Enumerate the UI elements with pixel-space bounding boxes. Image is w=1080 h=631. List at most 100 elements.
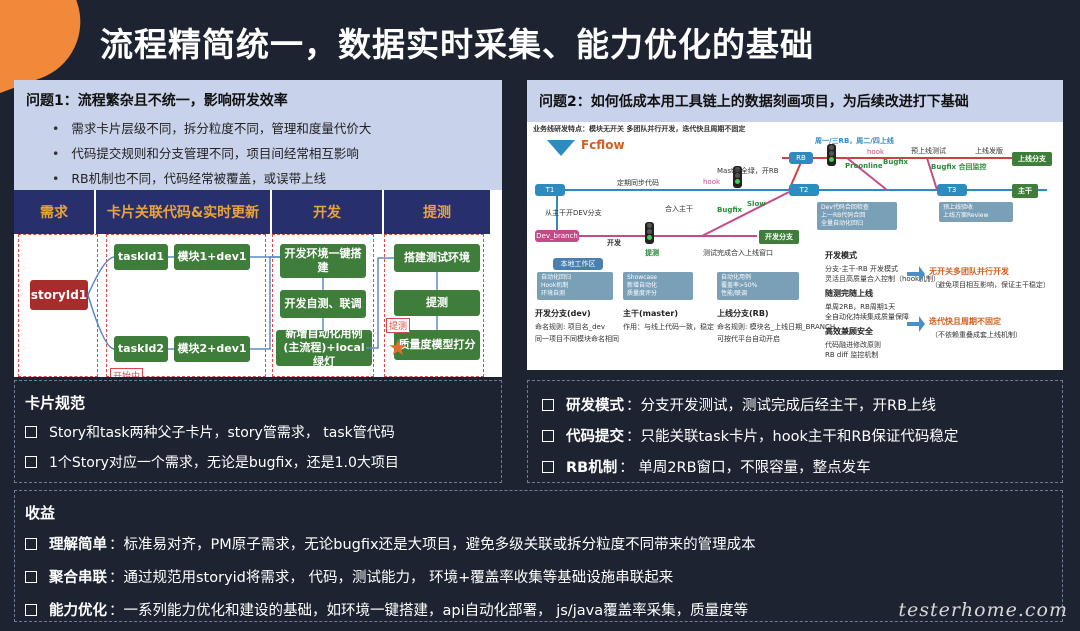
list-item: RB机制也不同，代码经常被覆盖，或误带上线 [52,166,490,191]
test-step-box: 提测 [394,290,480,316]
dev-rules-box: 研发模式 ：分支开发测试，测试完成后经主干，开RB上线 代码提交 ：只能关联ta… [527,380,1063,483]
traffic-light-icon [733,166,742,188]
problem2-title: 问题2：如何低成本用工具链上的数据刻画项目，为后续改进打下基础 [527,80,1063,122]
branch-line: 作用：与线上代码一致，稳定 [623,323,714,331]
card-rule-text: 1个Story对应一个需求，无论是bugfix，还是1.0大项目 [49,455,399,471]
sync-label: 定期同步代码 [617,179,659,187]
checkbox-icon [25,570,37,583]
main-box: 主干 [1012,184,1038,198]
rb-cycle-label: 周一/三RB，周二/四上线 [815,137,894,145]
watermark: testerhome.com [898,599,1068,621]
online-branch-box: 上线分支 [1012,152,1052,166]
branch-line: 可按代平台自动开启 [717,335,780,343]
feature-title: 高效兼顾安全 [825,327,873,336]
branch-name: 上线分支(RB) [717,309,769,318]
flow-header-requirement: 需求 [14,190,94,234]
story-box: storyId1 [30,280,88,310]
checkbox-icon [25,537,37,550]
diagram-top-text: 业务线研发特点：模块无开关 多团队并行开发，迭代快且周期不固定 [533,125,746,133]
list-item: 研发模式 ：分支开发测试，测试完成后经主干，开RB上线 [528,389,1062,420]
card-rule-text: Story和task两种父子卡片，story管需求， task管代码 [49,425,395,441]
bugfix-label: Bugfix [717,206,743,214]
problem1-title: 问题1：流程繁杂且不统一，影响研发效率 [26,93,288,109]
module-box: 模块2+dev1 [174,336,250,362]
checkbox-icon [25,456,37,468]
hook-label: hook [703,178,721,186]
list-item: 代码提交 ：只能关联task卡片，hook主干和RB保证代码稳定 [528,420,1062,451]
flow-column [18,234,98,377]
branch-name: 主干(master) [623,309,679,318]
flow-header-dev: 开发 [272,190,382,234]
dev-rule-label: 研发模式 [566,398,624,414]
module-box: 模块1+dev1 [174,244,250,270]
benefits-box: 收益 理解简单 ：标准易对齐，PM原子需求，无论bugfix还是大项目，避免多级… [14,490,1063,622]
feature-line: 代码融进修改原则 [825,341,881,349]
list-item: 代码提交规则和分支管理不同，项目间经常相互影响 [52,141,490,166]
problem1-bullets: 需求卡片层级不同，拆分粒度不同，管理和度量代价大 代码提交规则和分支管理不同，项… [26,116,490,191]
flow-header-cards: 卡片关联代码&实时更新 [96,190,270,234]
bugfix2-label: Bugfix [883,158,909,166]
rb-node: RB [789,152,813,164]
result-arrows [907,266,925,332]
result-title: 迭代快且周期不固定 [929,317,1001,326]
fcflow-label: Fcflow [581,138,625,152]
local-node: 本地工作区 [553,258,603,270]
bugfix-merge-label: Bugfix 合回监控 [931,163,987,171]
t3-node: T3 [937,184,967,196]
hook2-label: hook [867,148,885,156]
master-rb-label: Master全绿，开RB [717,167,779,175]
pre-test-label: 预上线测试 [911,147,946,155]
traffic-light-icon [827,144,836,166]
list-item: RB机制 ： 单周2RB窗口，不限容量，整点发车 [528,451,1062,482]
benefit-text: ：标准易对齐，PM原子需求，无论bugfix还是大项目，避免多级关联或拆分粒度不… [109,537,756,553]
dev-rule-text: ：只能关联task卡片，hook主干和RB保证代码稳定 [626,429,959,445]
benefit-text: ：一系列能力优化和建设的基础，如环境一键搭建，api自动化部署， js/java… [109,603,749,619]
t1-node: T1 [535,184,565,196]
branch-line: 同一项目不同模块命名相同 [535,335,619,343]
card-rules-box: 卡片规范 Story和task两种父子卡片，story管需求， task管代码 … [14,380,502,483]
flow-column [272,234,374,377]
checkbox-icon [25,426,37,438]
t2-node: T2 [789,184,819,196]
benefit-label: 能力优化 [49,603,107,619]
feature-line: 全自动化持续集成质量保障 [825,313,909,321]
result-sub: （避免项目相互影响，保证主干稳定） [931,281,1050,289]
online-release-label: 上线发版 [975,147,1003,155]
branch-name: 开发分支(dev) [535,309,591,318]
result-title: 无开关多团队并行开发 [929,267,1009,276]
list-item: Story和task两种父子卡片，story管需求， task管代码 [15,417,501,447]
dev-rule-text: ：分支开发测试，测试完成后经主干，开RB上线 [626,398,937,414]
benefits-title: 收益 [25,504,56,522]
feature-title: 随测完随上线 [825,289,873,298]
flow-diagram: 需求 卡片关联代码&实时更新 开发 提测 storyId1 taskId1 ta… [14,190,502,377]
star-icon: ★ [388,336,408,361]
flow-header-test: 提测 [384,190,490,234]
slow-label: Slow [747,200,766,208]
dev-rule-text: ： 单周2RB窗口，不限容量，整点发车 [619,460,871,476]
dev-label: 开发 [607,239,621,247]
feature-line: 灵活且高质量合入控制（hook机制） [825,275,941,283]
merge-label: 合入主干 [665,205,693,213]
card-rules-title: 卡片规范 [25,394,86,412]
dev-step-box: 开发自测、联调 [280,290,366,318]
flow-column [384,234,484,377]
dev-step-box: 新增自动化用例(主流程)+local绿灯 [276,327,372,368]
checkbox-icon [542,398,554,411]
note-box: 自动化用例覆盖率>50%性能/联调 [717,272,799,300]
list-item: 聚合串联 ：通过规范用storyid将需求， 代码，测试能力， 环境+覆盖率收集… [15,560,1062,593]
pull-label: 从主干开DEV分支 [545,209,602,217]
test-step-box: 搭建测试环境 [394,244,480,272]
checkbox-icon [542,429,554,442]
list-item: 能力优化 ：一系列能力优化和建设的基础，如环境一键搭建，api自动化部署， js… [15,593,1062,626]
flow-arrows [87,256,438,350]
feature-line: 单周2RB，RB周期1天 [825,303,896,311]
problem2-panel: 问题2：如何低成本用工具链上的数据刻画项目，为后续改进打下基础 业务线研发特点：… [527,80,1063,370]
result-sub: （不依赖重叠成套上线机制） [931,331,1022,339]
dev-branch-node: Dev_branch [535,230,579,242]
list-item: 1个Story对应一个需求，无论是bugfix，还是1.0大项目 [15,447,501,477]
problem1-header: 问题1：流程繁杂且不统一，影响研发效率 需求卡片层级不同，拆分粒度不同，管理和度… [14,80,502,190]
traffic-light-icon [645,222,654,244]
flow-column [106,234,266,377]
branch-diagram: 业务线研发特点：模块无开关 多团队并行开发，迭代快且周期不固定 Fcflow T… [527,122,1063,370]
